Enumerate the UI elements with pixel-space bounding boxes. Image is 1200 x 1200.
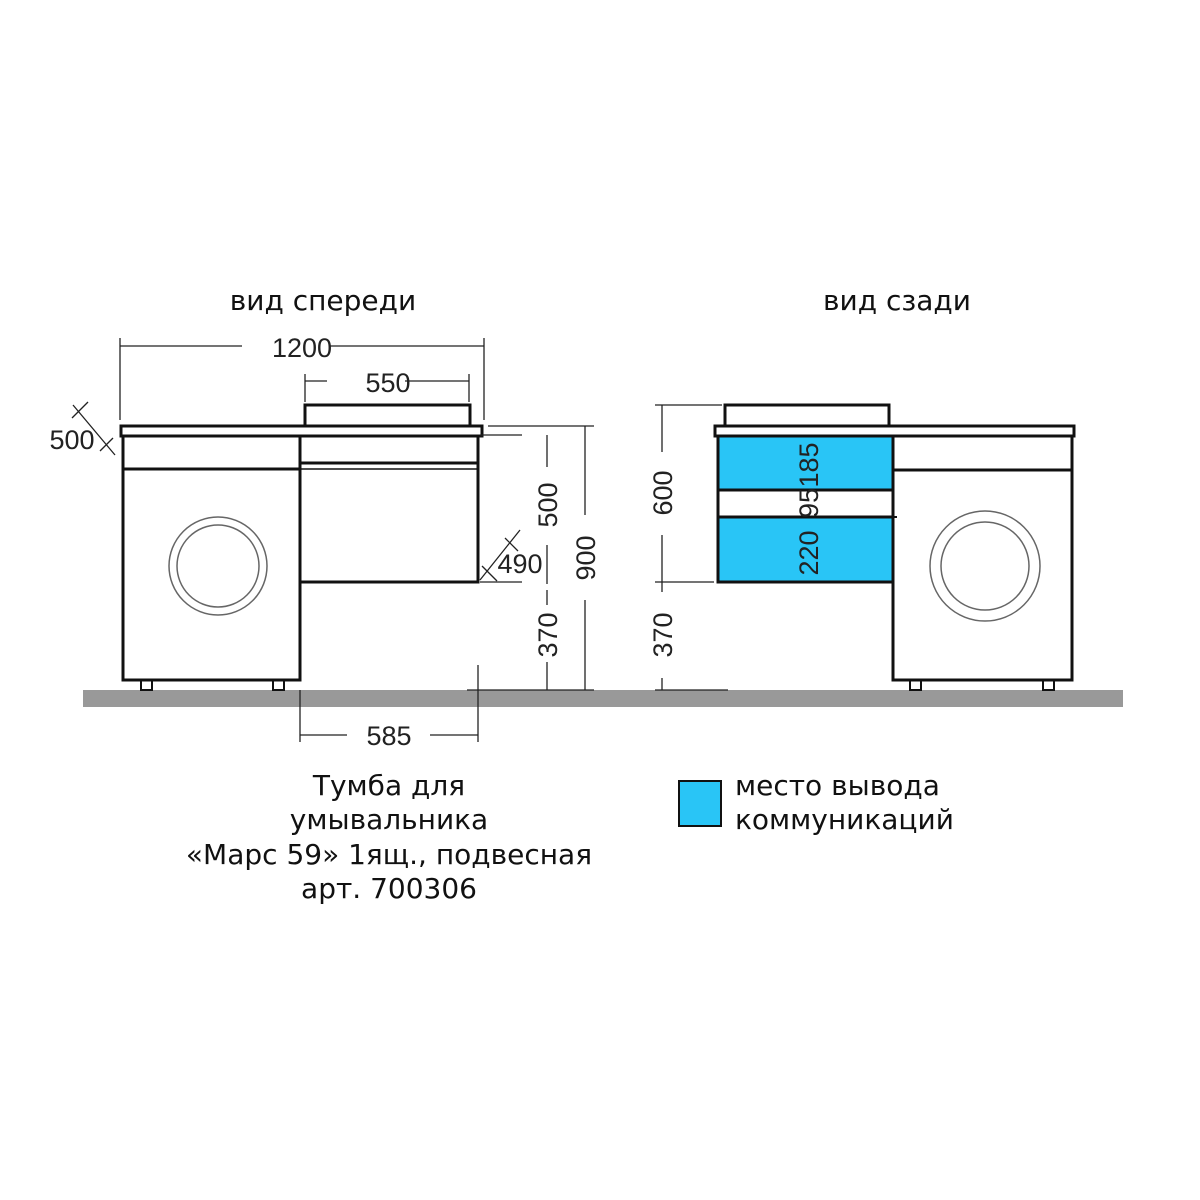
basin <box>303 403 472 426</box>
washer-door <box>929 510 1041 622</box>
title-line: «Марс 59» 1ящ., подвесная <box>186 838 592 871</box>
floor <box>83 690 1123 707</box>
back-view-heading: вид сзади <box>823 284 971 317</box>
dim-500-depth: 500 <box>49 425 94 455</box>
dim-95: 95 <box>794 488 824 518</box>
front-view-heading: вид спереди <box>230 284 416 317</box>
dim-370-back: 370 <box>648 612 678 657</box>
product-title: Тумба для умывальника «Марс 59» 1ящ., по… <box>186 769 592 905</box>
basin <box>723 403 891 426</box>
foot <box>272 679 285 691</box>
dim-900: 900 <box>571 535 601 580</box>
drawer-cabinet <box>298 434 480 584</box>
title-line: Тумба для <box>312 769 465 802</box>
article-number: арт. 700306 <box>301 872 477 905</box>
legend-label: место вывода <box>735 769 940 802</box>
foot <box>1042 679 1055 691</box>
dim-550: 550 <box>365 368 410 398</box>
dim-185: 185 <box>794 442 824 487</box>
dim-220: 220 <box>794 530 824 575</box>
washing-machine-niche <box>121 434 302 682</box>
dim-585: 585 <box>366 721 411 751</box>
dim-600: 600 <box>648 470 678 515</box>
back-view: 185 95 220 600 370 <box>648 403 1076 691</box>
legend: место вывода коммуникаций <box>678 769 954 836</box>
foot <box>909 679 922 691</box>
legend-label: коммуникаций <box>735 803 954 836</box>
legend-swatch <box>678 780 722 827</box>
washer-door <box>168 516 268 616</box>
title-line: умывальника <box>290 803 488 836</box>
washing-machine-niche <box>891 434 1074 682</box>
dim-1200: 1200 <box>272 333 332 363</box>
dim-500-height: 500 <box>533 482 563 527</box>
front-view: 1200 550 500 500 490 370 900 585 <box>49 333 601 751</box>
dim-490: 490 <box>497 549 542 579</box>
dim-370-front: 370 <box>533 612 563 657</box>
foot <box>140 679 153 691</box>
